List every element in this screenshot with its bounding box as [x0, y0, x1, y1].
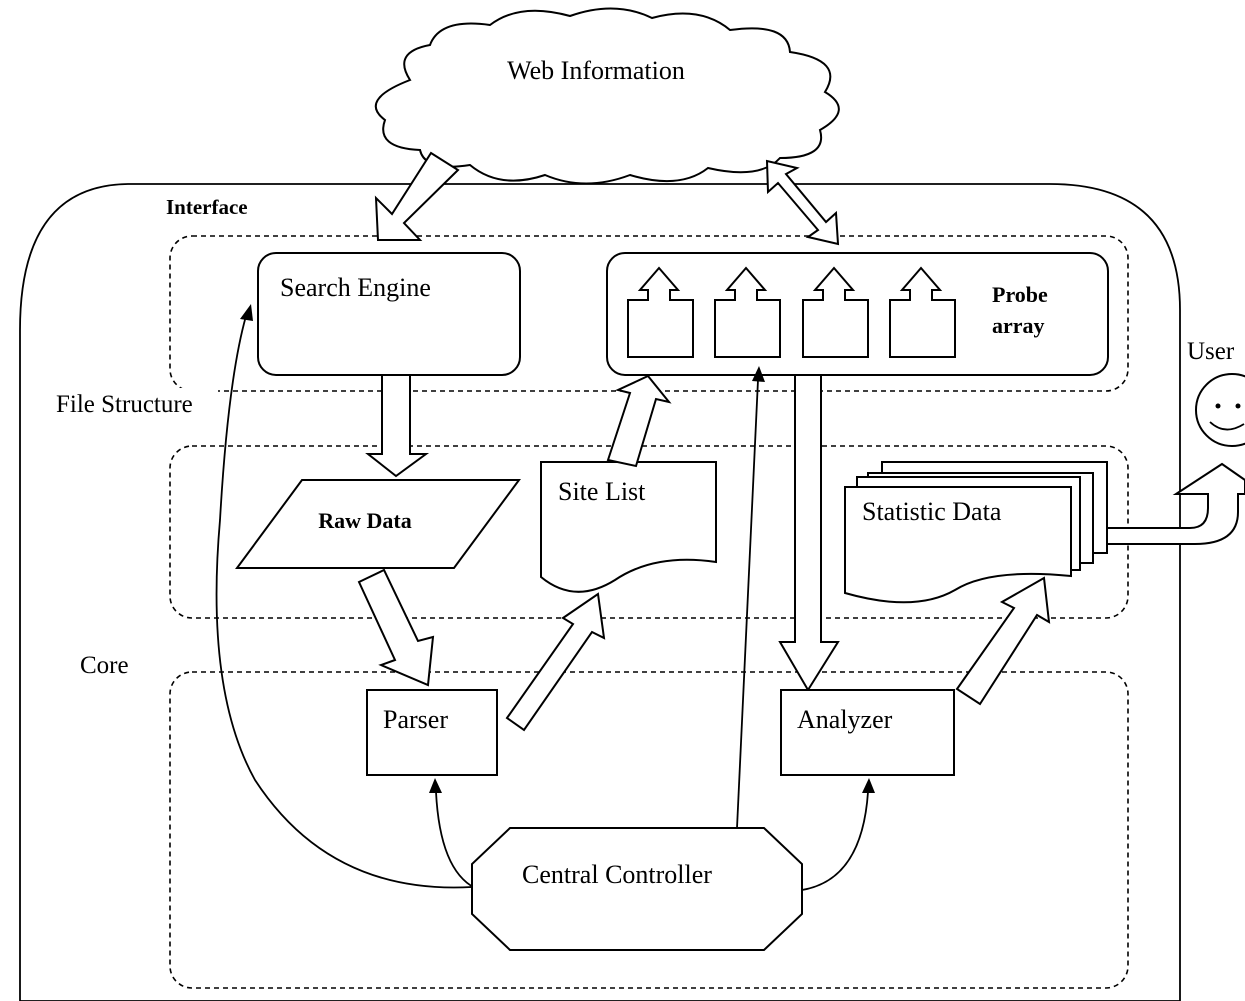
- controller-to-probe-array-arrowhead: [752, 366, 765, 382]
- search-engine-box: [257, 252, 521, 376]
- controller-to-analyzer-line: [801, 791, 869, 891]
- raw-data-to-parser-arrow: [357, 568, 435, 687]
- statistic-data-shape: [844, 486, 1072, 604]
- probe-array-to-analyzer-arrow: [778, 374, 840, 692]
- probe-icon: [802, 266, 869, 358]
- analyzer-label: Analyzer: [797, 705, 893, 734]
- user-smiley-icon: [1195, 373, 1245, 447]
- web-information-label: Web Information: [507, 56, 685, 85]
- search-engine-label: Search Engine: [280, 273, 431, 302]
- central-controller-shape: [471, 827, 803, 951]
- file-structure-label-bg: [54, 388, 218, 418]
- controller-to-parser-arrowhead: [429, 778, 442, 793]
- analyzer-box: [780, 689, 955, 776]
- analyzer-to-statistic-data-arrow: [955, 576, 1051, 706]
- site-list-shape: [540, 461, 717, 593]
- interface-label: Interface: [166, 195, 248, 219]
- statistic-data-to-user-arrow: [1106, 462, 1245, 545]
- web-information-cloud: [374, 7, 840, 185]
- system-boundary: [19, 183, 1181, 1001]
- controller-to-search-engine-line: [215, 315, 473, 889]
- central-controller-label: Central Controller: [522, 860, 712, 889]
- controller-to-probe-array-line: [736, 379, 759, 829]
- file-structure-label: File Structure: [56, 391, 193, 418]
- user-label: User: [1187, 338, 1235, 365]
- site-list-label: Site List: [558, 477, 646, 506]
- controller-to-search-engine-arrowhead: [240, 304, 253, 321]
- probe-icon: [889, 266, 956, 358]
- raw-data-shape: [235, 479, 521, 569]
- probe-icon: [627, 266, 694, 358]
- site-list-to-probe-array-arrow: [606, 374, 672, 468]
- cloud-probe-array-double-arrow: [765, 159, 840, 246]
- raw-data-label: Raw Data: [318, 508, 412, 533]
- probe-icon: [714, 266, 781, 358]
- statistic-data-label: Statistic Data: [862, 497, 1002, 526]
- search-engine-to-raw-data-arrow: [365, 374, 430, 478]
- probe-array-label: Probe array: [992, 282, 1053, 338]
- parser-box: [366, 689, 498, 776]
- parser-label: Parser: [383, 705, 448, 734]
- cloud-to-search-engine-arrow: [374, 151, 460, 241]
- controller-to-analyzer-arrowhead: [862, 778, 875, 793]
- parser-to-site-list-arrow: [505, 592, 606, 732]
- core-label: Core: [80, 652, 129, 679]
- controller-to-parser-line: [435, 791, 476, 889]
- core-region: [169, 671, 1129, 989]
